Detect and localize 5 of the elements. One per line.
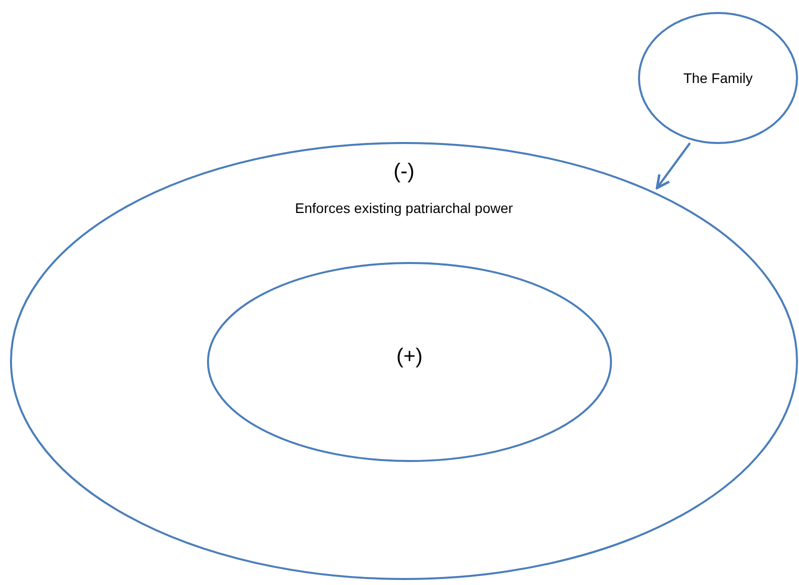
node-text: Enforces existing patriarchal power bbox=[295, 198, 513, 218]
sign-label: (-) bbox=[394, 159, 414, 185]
node-text: The Family bbox=[683, 68, 753, 88]
arrow bbox=[656, 142, 691, 190]
sign-label: (+) bbox=[396, 344, 423, 370]
